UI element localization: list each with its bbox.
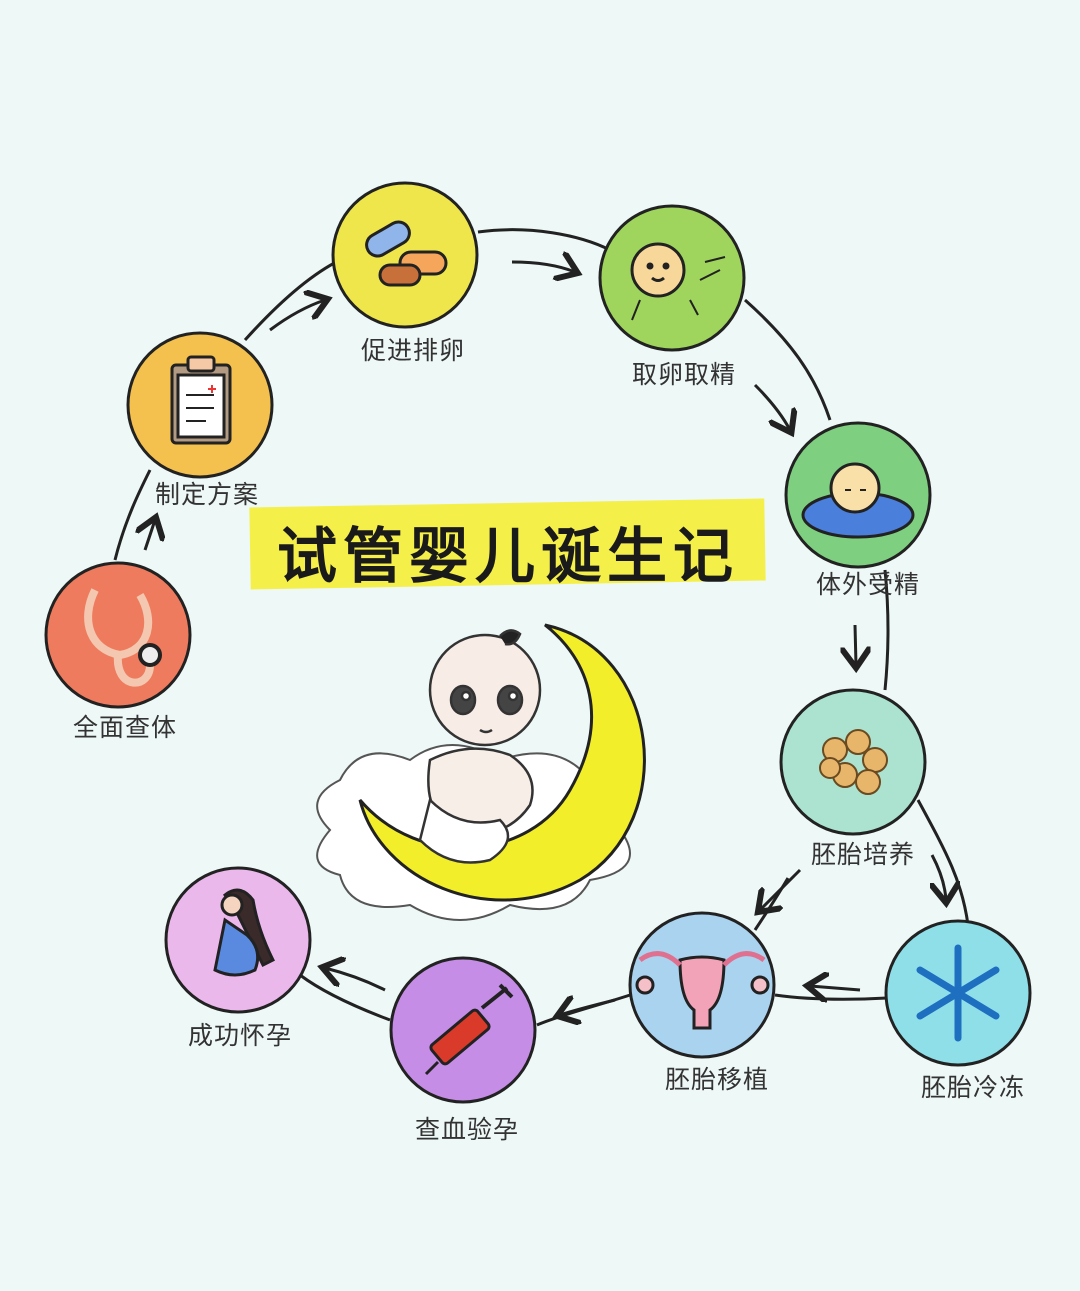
step-label-7: 胚胎冷冻 xyxy=(920,1073,1026,1102)
step-circle-1 xyxy=(44,561,192,709)
clipboard-icon xyxy=(170,355,232,445)
syringe-icon xyxy=(424,983,514,1076)
step-label-2: 制定方案 xyxy=(154,480,260,509)
egg-sperm-icon xyxy=(630,242,726,321)
step-label-1: 全面查体 xyxy=(72,713,178,742)
embryo-culture-icon xyxy=(819,729,888,795)
step-label-6: 胚胎培养 xyxy=(810,840,916,869)
pills-icon xyxy=(365,220,448,287)
uterus-icon xyxy=(635,951,770,1030)
cycle-path xyxy=(113,228,970,1027)
pregnant-woman-icon xyxy=(213,888,276,977)
step-circle-6 xyxy=(779,688,927,836)
petri-dish-icon xyxy=(801,462,915,539)
step-label-8: 胚胎移植 xyxy=(664,1065,770,1094)
snowflake-icon xyxy=(916,944,1000,1042)
step-label-3: 促进排卵 xyxy=(360,336,466,365)
step-label-10: 成功怀孕 xyxy=(187,1021,293,1050)
arrows xyxy=(145,262,946,1015)
baby-illustration xyxy=(418,629,542,864)
step-label-5: 体外受精 xyxy=(815,570,921,599)
page-title: 试管婴儿诞生记 xyxy=(277,522,739,592)
step-label-9: 查血验孕 xyxy=(414,1115,520,1144)
step-label-4: 取卵取精 xyxy=(631,360,737,389)
stethoscope-icon xyxy=(84,588,162,687)
moon-illustration xyxy=(358,623,646,902)
